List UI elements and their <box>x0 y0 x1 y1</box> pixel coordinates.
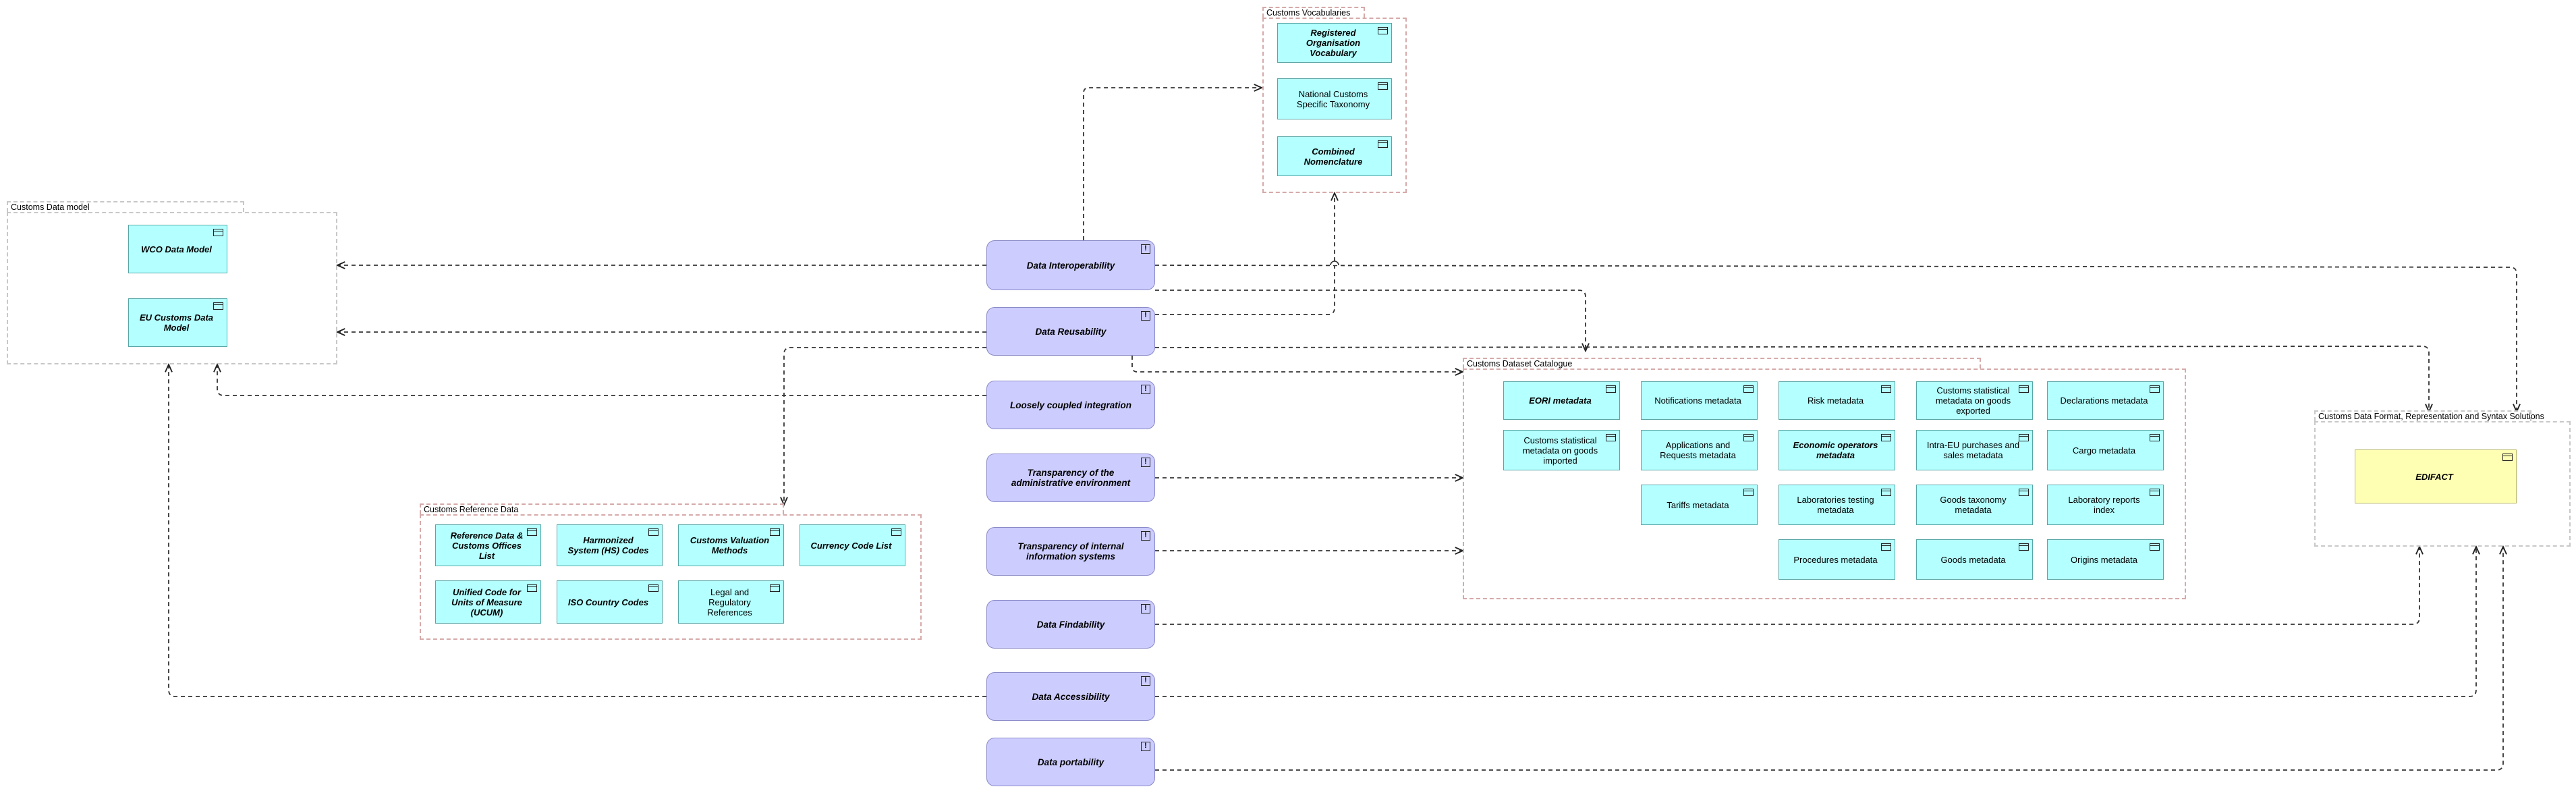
principle-icon: ! <box>1141 458 1150 467</box>
cat-stat-exported[interactable]: Customs statistical metadata on goods ex… <box>1916 381 2033 420</box>
data-object-icon <box>2502 454 2513 461</box>
principle-icon: ! <box>1141 604 1150 613</box>
data-object-icon <box>770 528 780 536</box>
principle-icon: ! <box>1141 244 1150 254</box>
line-interop-catalogue <box>1155 290 1586 351</box>
group-tab-dataset-catalogue: Customs Dataset Catalogue <box>1463 358 1981 368</box>
cat-intra-eu[interactable]: Intra-EU purchases and sales metadata <box>1916 430 2033 470</box>
data-object-icon <box>2150 489 2160 496</box>
cat-procedures-metadata[interactable]: Procedures metadata <box>1779 539 1895 580</box>
data-object-icon <box>2150 543 2160 551</box>
data-object-icon <box>527 584 537 592</box>
data-object-icon <box>2150 385 2160 393</box>
data-object-icon <box>1881 489 1891 496</box>
data-object-icon <box>2150 434 2160 441</box>
cat-tariffs-metadata[interactable]: Tariffs metadata <box>1641 485 1758 525</box>
ref-reference-data-offices[interactable]: Reference Data & Customs Offices List <box>435 524 541 566</box>
ref-currency-code-list[interactable]: Currency Code List <box>800 524 905 566</box>
model-wco[interactable]: WCO Data Model <box>128 225 227 273</box>
line-interop-vocab <box>1083 88 1262 240</box>
principle-icon: ! <box>1141 531 1150 541</box>
cat-laboratories-testing[interactable]: Laboratories testing metadata <box>1779 485 1895 525</box>
ref-hs-codes[interactable]: Harmonized System (HS) Codes <box>557 524 663 566</box>
cat-laboratory-reports[interactable]: Laboratory reports index <box>2047 485 2164 525</box>
principle-data-interoperability[interactable]: Data Interoperability! <box>986 240 1155 290</box>
principle-icon: ! <box>1141 676 1150 686</box>
model-eu-customs[interactable]: EU Customs Data Model <box>128 298 227 347</box>
cat-origins-metadata[interactable]: Origins metadata <box>2047 539 2164 580</box>
principle-icon: ! <box>1141 311 1150 321</box>
cat-eori-metadata[interactable]: EORI metadata <box>1503 381 1620 420</box>
data-object-icon <box>2019 434 2029 441</box>
group-customs-dataset-catalogue[interactable] <box>1463 368 2186 599</box>
data-object-icon <box>1881 385 1891 393</box>
cat-applications-requests[interactable]: Applications and Requests metadata <box>1641 430 1758 470</box>
data-object-icon <box>2019 385 2029 393</box>
group-customs-data-format[interactable] <box>2314 421 2571 547</box>
format-edifact[interactable]: EDIFACT <box>2355 449 2517 503</box>
cat-goods-taxonomy[interactable]: Goods taxonomy metadata <box>1916 485 2033 525</box>
principle-data-portability[interactable]: Data portability! <box>986 738 1155 786</box>
data-object-icon <box>1606 434 1616 441</box>
line-reuse-refdata <box>784 347 986 505</box>
data-object-icon <box>2019 543 2029 551</box>
cat-cargo-metadata[interactable]: Cargo metadata <box>2047 430 2164 470</box>
principle-data-accessibility[interactable]: Data Accessibility! <box>986 672 1155 721</box>
ref-valuation-methods[interactable]: Customs Valuation Methods <box>678 524 784 566</box>
vocab-registered-organisation[interactable]: Registered Organisation Vocabulary <box>1277 23 1392 63</box>
data-object-icon <box>648 528 659 536</box>
data-object-icon <box>770 584 780 592</box>
group-customs-vocabularies[interactable] <box>1262 18 1407 193</box>
ref-ucum[interactable]: Unified Code for Units of Measure (UCUM) <box>435 580 541 624</box>
group-customs-data-model[interactable] <box>7 212 337 364</box>
cat-stat-imported[interactable]: Customs statistical metadata on goods im… <box>1503 430 1620 470</box>
line-loose-model <box>217 364 986 396</box>
data-object-icon <box>1743 489 1754 496</box>
data-object-icon <box>1378 140 1388 148</box>
group-tab-reference-data: Customs Reference Data <box>420 503 784 514</box>
principle-data-findability[interactable]: Data Findability! <box>986 600 1155 649</box>
cat-goods-metadata[interactable]: Goods metadata <box>1916 539 2033 580</box>
data-object-icon <box>1881 434 1891 441</box>
ref-iso-country-codes[interactable]: ISO Country Codes <box>557 580 663 624</box>
data-object-icon <box>1743 385 1754 393</box>
data-object-icon <box>1606 385 1616 393</box>
line-reuse-catalogue <box>1131 356 1463 372</box>
vocab-combined-nomenclature[interactable]: Combined Nomenclature <box>1277 136 1392 176</box>
cat-declarations-metadata[interactable]: Declarations metadata <box>2047 381 2164 420</box>
data-object-icon <box>1378 27 1388 34</box>
cat-notifications-metadata[interactable]: Notifications metadata <box>1641 381 1758 420</box>
cat-economic-operators[interactable]: Economic operators metadata <box>1779 430 1895 470</box>
data-object-icon <box>1743 434 1754 441</box>
data-object-icon <box>1881 543 1891 551</box>
group-customs-reference-data[interactable] <box>420 514 922 640</box>
data-object-icon <box>213 302 223 310</box>
principle-data-reusability[interactable]: Data Reusability! <box>986 307 1155 356</box>
line-reuse-vocab <box>1155 193 1335 315</box>
principle-icon: ! <box>1141 385 1150 394</box>
principle-transparency-internal[interactable]: Transparency of internal information sys… <box>986 527 1155 576</box>
vocab-national-taxonomy[interactable]: National Customs Specific Taxonomy <box>1277 78 1392 119</box>
data-object-icon <box>1378 82 1388 90</box>
data-object-icon <box>648 584 659 592</box>
principle-transparency-admin[interactable]: Transparency of the administrative envir… <box>986 454 1155 502</box>
group-tab-data-format: Customs Data Format, Representation and … <box>2314 410 2544 421</box>
group-tab-data-model: Customs Data model <box>7 201 244 212</box>
data-object-icon <box>213 229 223 236</box>
data-object-icon <box>891 528 901 536</box>
group-tab-vocabularies: Customs Vocabularies <box>1262 7 1365 18</box>
principle-icon: ! <box>1141 742 1150 751</box>
principle-loosely-coupled[interactable]: Loosely coupled integration! <box>986 381 1155 429</box>
ref-legal-regulatory[interactable]: Legal and Regulatory References <box>678 580 784 624</box>
cat-risk-metadata[interactable]: Risk metadata <box>1779 381 1895 420</box>
data-object-icon <box>2019 489 2029 496</box>
data-object-icon <box>527 528 537 536</box>
